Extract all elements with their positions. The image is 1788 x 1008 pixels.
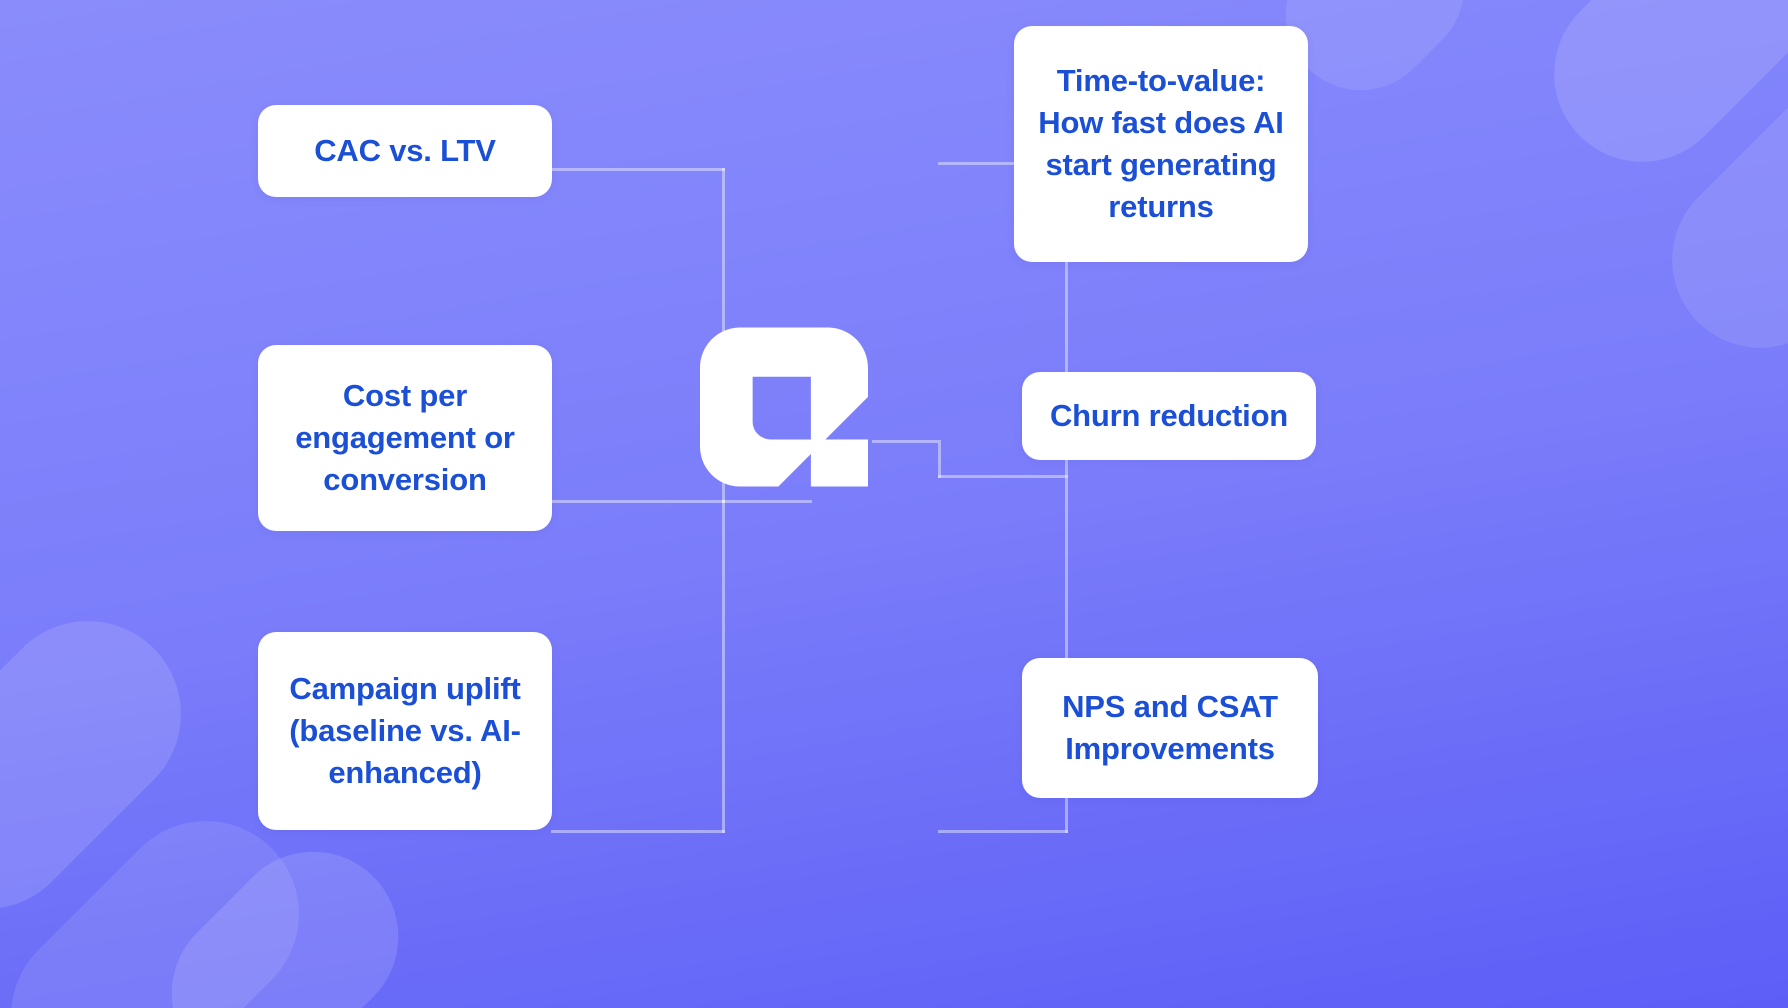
node-label: Time-to-value: How fast does AI start ge… bbox=[1038, 62, 1284, 225]
decor-pill-bottom-left-1 bbox=[0, 582, 220, 948]
connector-trunk-left bbox=[722, 168, 725, 833]
connector-spine-right bbox=[872, 440, 938, 443]
connector-stub-left-top bbox=[551, 168, 725, 171]
decor-pill-top-right-2 bbox=[1635, 47, 1788, 385]
connector-stub-left-mid bbox=[551, 500, 725, 503]
decor-pill-bottom-left-3 bbox=[136, 816, 434, 1008]
node-label: Cost per engagement or conversion bbox=[295, 377, 515, 498]
node-cac-vs-ltv[interactable]: CAC vs. LTV bbox=[258, 105, 552, 197]
node-campaign-uplift[interactable]: Campaign uplift (baseline vs. AI-enhance… bbox=[258, 632, 552, 830]
connector-stub-right-mid bbox=[938, 475, 1068, 478]
connector-riser-right-mid bbox=[938, 440, 941, 478]
node-label: Churn reduction bbox=[1049, 397, 1289, 433]
node-cost-per-engagement[interactable]: Cost per engagement or conversion bbox=[258, 345, 552, 531]
node-nps-csat[interactable]: NPS and CSAT Improvements bbox=[1022, 658, 1318, 798]
connector-stub-left-bot bbox=[551, 830, 725, 833]
connector-spine-left bbox=[722, 500, 812, 503]
node-label: Campaign uplift (baseline vs. AI-enhance… bbox=[289, 670, 521, 791]
node-label: CAC vs. LTV bbox=[314, 132, 496, 168]
node-churn-reduction[interactable]: Churn reduction bbox=[1022, 372, 1316, 460]
node-label: NPS and CSAT Improvements bbox=[1062, 688, 1278, 766]
node-time-to-value[interactable]: Time-to-value: How fast does AI start ge… bbox=[1014, 26, 1308, 262]
decor-pill-top-right-1 bbox=[1517, 0, 1788, 199]
connector-stub-right-bot bbox=[938, 830, 1068, 833]
brand-logo-icon bbox=[700, 327, 868, 487]
